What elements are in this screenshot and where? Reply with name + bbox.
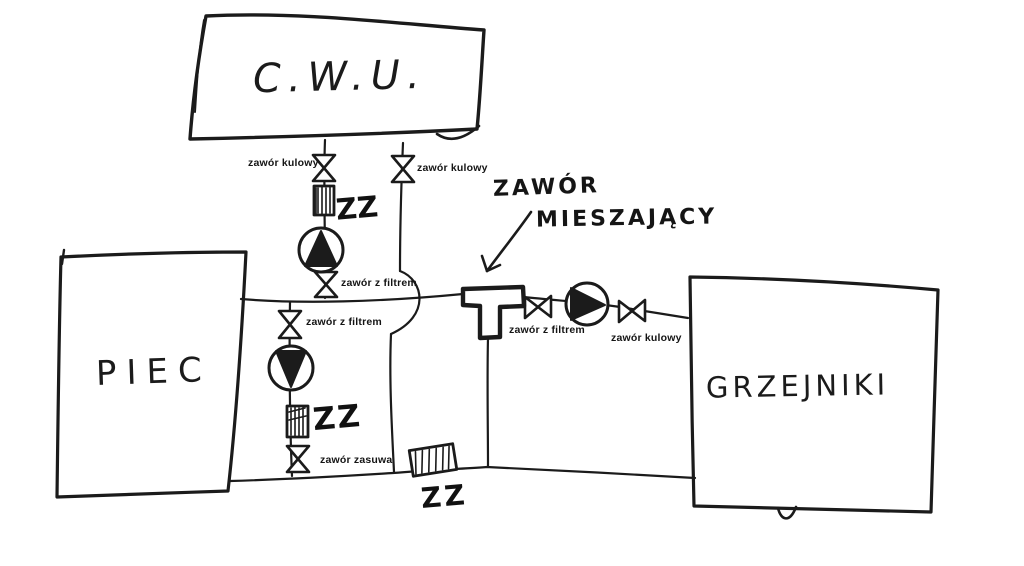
mixing-valve-icon <box>460 284 527 341</box>
mixing-valve-annotation-line1: ZAWÓR <box>492 173 601 202</box>
annotation-arrow-icon <box>480 210 533 273</box>
ball-valve-icon <box>617 298 647 324</box>
check-valve-icon <box>312 184 336 217</box>
filter-valve-label: zawór z filtrem <box>306 316 382 328</box>
check-valve-mark: ZZ <box>334 189 380 227</box>
ball-valve-label: zawór kulowy <box>611 332 682 344</box>
pipe-crossing-hop <box>389 269 421 336</box>
filter-valve-label: zawór z filtrem <box>341 277 417 289</box>
ball-valve-icon <box>390 154 416 184</box>
filter-valve-label: zawór z filtrem <box>509 324 585 336</box>
pipe-cwu-right-branch-lower <box>389 332 396 474</box>
valves <box>277 153 647 474</box>
gate-valve-label: zawór zasuwa <box>320 454 393 466</box>
pump-icon <box>297 226 345 274</box>
grzejniki-box-title: GRZEJNIKI <box>705 367 890 405</box>
piec-box-title: PIEC <box>95 349 213 395</box>
filter-valve-icon <box>277 309 303 340</box>
cwu-box <box>188 13 486 141</box>
check-valve-mark: ZZ <box>419 478 469 515</box>
filter-valve-icon <box>313 270 339 299</box>
gate-valve-icon <box>285 444 311 474</box>
grzejniki-box <box>688 275 940 520</box>
check-valve-icon <box>285 404 310 439</box>
pump-icon <box>267 344 315 392</box>
mixing-valve-annotation-line2: MIESZAJĄCY <box>535 204 718 233</box>
ball-valve-icon <box>311 153 337 183</box>
ball-valve-label: zawór kulowy <box>417 162 488 174</box>
pipe-supply-horizontal <box>239 292 465 303</box>
check-valve-mark: ZZ <box>311 397 364 439</box>
check-valve-icon <box>407 442 459 478</box>
filter-valve-icon <box>523 294 553 320</box>
pump-icon <box>564 281 610 327</box>
piec-box <box>55 248 248 499</box>
ball-valve-label: zawór kulowy <box>248 157 319 169</box>
cwu-box-title: C.W.U. <box>252 51 428 103</box>
